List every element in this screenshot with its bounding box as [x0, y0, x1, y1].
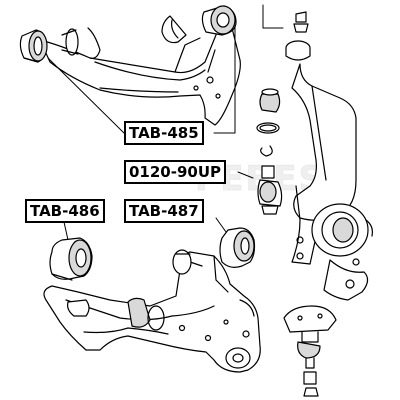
bushing-tab485-left	[19, 29, 48, 63]
bushing-tab487	[219, 227, 256, 268]
label-tab-485[interactable]: TAB-485	[124, 121, 204, 145]
bushing-tab485-right	[201, 5, 237, 36]
label-tab-487[interactable]: TAB-487	[124, 199, 204, 223]
label-0120-90up[interactable]: 0120-90UP	[124, 160, 227, 184]
lower-ball-joint	[283, 305, 337, 397]
lower-control-arm	[43, 249, 261, 373]
bushing-tab486	[49, 237, 93, 281]
steering-knuckle	[285, 11, 373, 301]
ball-joint-assembly	[256, 88, 283, 215]
label-tab-486[interactable]: TAB-486	[25, 199, 105, 223]
leader-lines	[47, 4, 284, 241]
upper-control-arm	[39, 15, 241, 126]
